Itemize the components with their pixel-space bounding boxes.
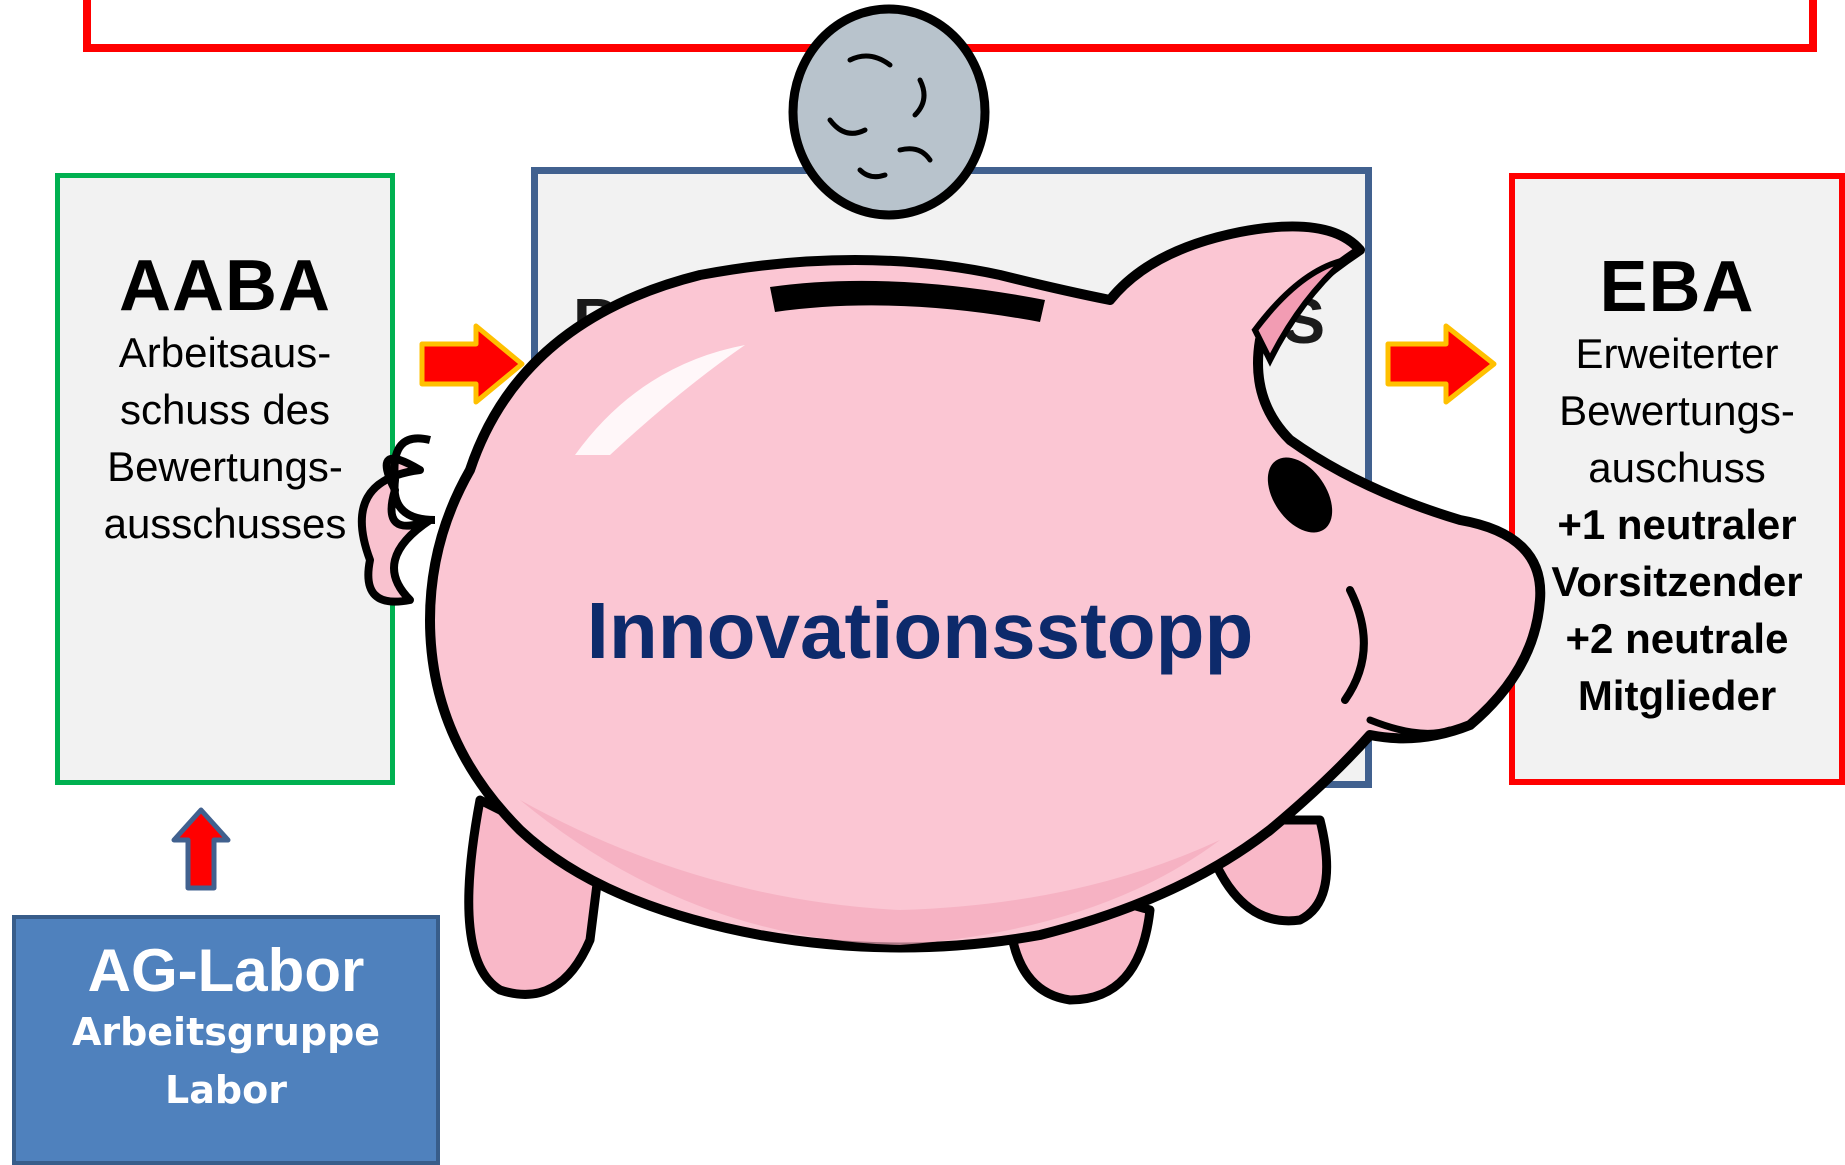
aaba-line: schuss des — [119, 386, 331, 433]
aaba-box: AABA Arbeitsaus- schuss des Bewertungs- … — [55, 173, 395, 785]
aaba-line: ausschusses — [103, 500, 347, 547]
eba-line: auschuss — [1588, 444, 1766, 491]
ag-labor-line: Arbeitsgruppe — [71, 1010, 381, 1054]
eba-bold-line: Mitglieder — [1577, 672, 1777, 719]
innovationsstopp-label: Innovationsstopp — [586, 586, 1254, 675]
eba-title: EBA — [1599, 247, 1755, 327]
right-arrow-icon — [419, 323, 525, 405]
aaba-line: Arbeitsaus- — [118, 329, 332, 376]
eba-line: Erweiterter — [1575, 330, 1779, 377]
middle-box: B S — [531, 167, 1372, 788]
up-arrow-icon — [171, 807, 231, 891]
middle-box-visible-text-right: S — [1282, 285, 1325, 357]
top-banner-frame — [83, 0, 1817, 52]
eba-box: EBA Erweiterter Bewertungs- auschuss +1 … — [1509, 173, 1845, 785]
ag-labor-line: Labor — [165, 1068, 287, 1112]
ag-labor-box: AG-Labor Arbeitsgruppe Labor — [12, 915, 440, 1165]
aaba-title: AABA — [119, 246, 331, 326]
eba-bold-line: Vorsitzender — [1551, 558, 1803, 605]
eba-bold-line: +2 neutrale — [1565, 615, 1789, 662]
aaba-line: Bewertungs- — [107, 443, 343, 490]
right-arrow-icon — [1385, 323, 1497, 405]
middle-box-visible-text: B — [573, 285, 620, 357]
ag-labor-title: AG-Labor — [87, 937, 365, 1004]
eba-bold-line: +1 neutraler — [1557, 501, 1797, 548]
eba-line: Bewertungs- — [1559, 387, 1795, 434]
